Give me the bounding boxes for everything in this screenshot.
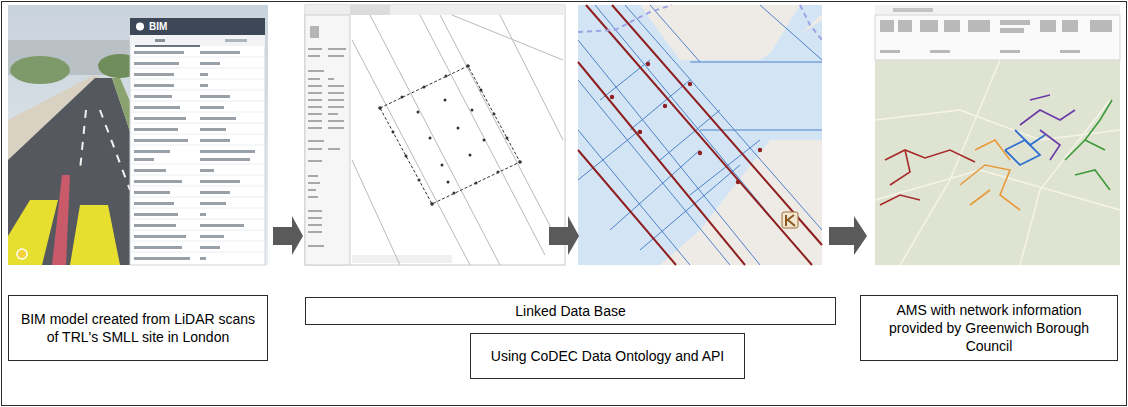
caption-box: Using CoDEC Data Ontology and API <box>470 333 745 379</box>
block-arrows <box>273 216 867 255</box>
caption-box: BIM model created from LiDAR scans of TR… <box>8 295 268 361</box>
caption-text: Linked Data Base <box>515 302 626 320</box>
caption-text: AMS with network information provided by… <box>869 301 1109 356</box>
panel-title: BIM <box>149 22 167 32</box>
caption-text: BIM model created from LiDAR scans of TR… <box>17 310 259 346</box>
caption-box: Linked Data Base <box>305 297 836 325</box>
linked-data-map <box>578 5 822 265</box>
caption-box: AMS with network information provided by… <box>860 295 1118 361</box>
ams-screenshot <box>875 5 1120 265</box>
caption-text: Using CoDEC Data Ontology and API <box>491 347 724 365</box>
bim-screenshot <box>8 5 268 265</box>
revit-screenshot <box>305 5 565 265</box>
